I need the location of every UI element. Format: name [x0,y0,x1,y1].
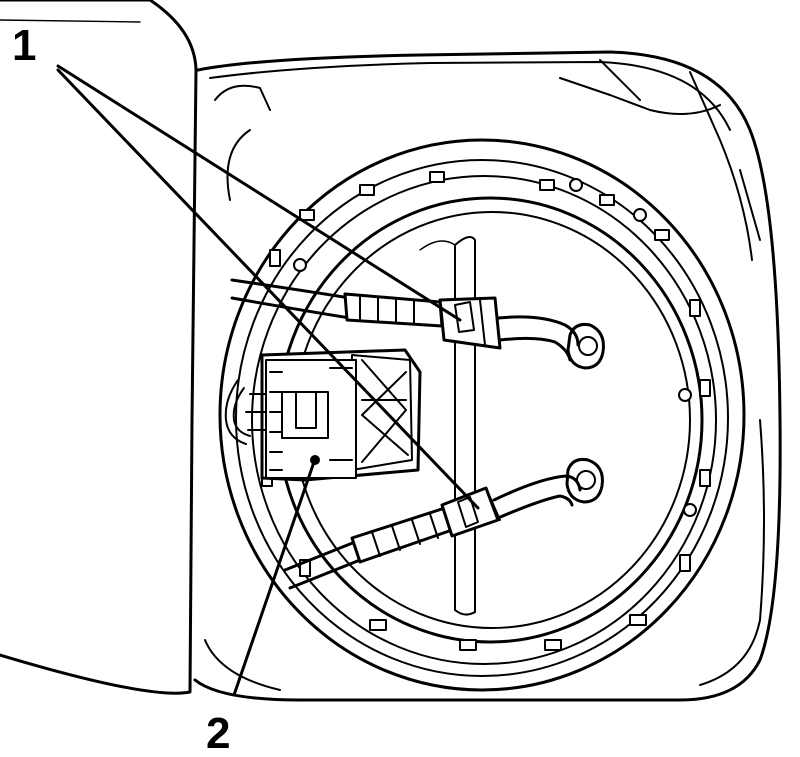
callout-label-2: 2 [206,709,230,757]
pump-top-plate [419,235,476,616]
callout-leaders [56,64,480,697]
lower-fuel-hose [283,474,582,590]
mounting-flange-rings [218,138,746,692]
callout-label-1: 1 [12,21,36,70]
tank-side-wall [0,0,198,695]
tank-housing-frame [193,50,782,702]
leader-1-lower [56,68,480,510]
leader-2 [232,460,316,697]
electrical-connector [224,348,422,482]
leader-1-upper [56,64,462,322]
upper-fuel-hose [230,278,580,362]
fuel-line-bosses [565,323,605,504]
